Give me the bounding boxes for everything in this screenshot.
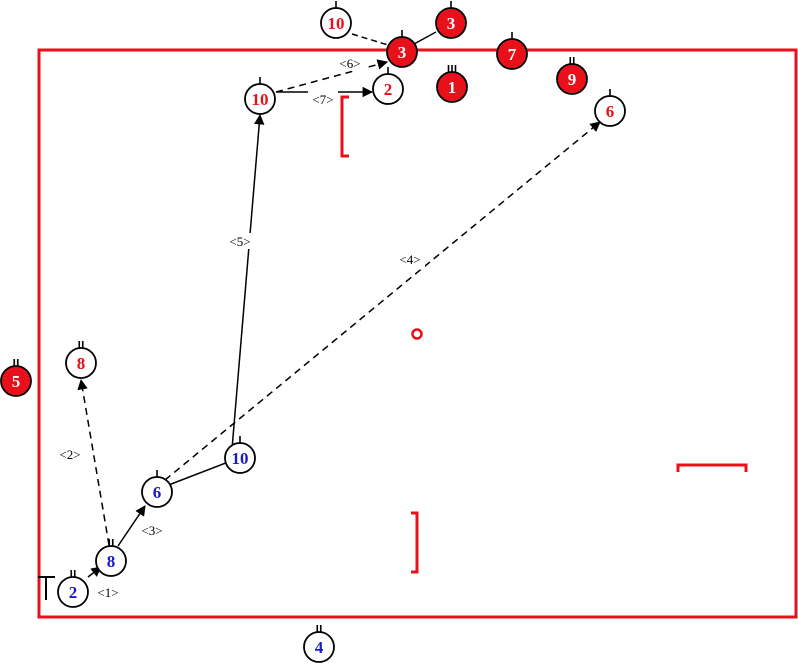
player-red-7[interactable]: 7 <box>496 32 528 70</box>
goal-left-top <box>340 95 349 158</box>
player-number: 10 <box>252 90 269 109</box>
move-label-6: <6> <box>339 56 360 71</box>
move-line-5 <box>165 113 265 487</box>
player-number: 10 <box>328 14 345 33</box>
player-marker <box>594 95 626 127</box>
player-marker <box>436 71 468 103</box>
player-blue-10[interactable]: 10 <box>224 436 256 474</box>
player-marker <box>556 63 588 95</box>
player-number: 1 <box>448 78 457 97</box>
player-number: 3 <box>447 14 456 33</box>
player-blue-4[interactable]: 4 <box>303 625 335 663</box>
player-marker <box>303 631 335 663</box>
link-3-3 <box>413 31 437 45</box>
player-number: 3 <box>398 43 407 62</box>
goal-right <box>676 463 748 472</box>
player-marker <box>372 73 404 105</box>
player-number: 7 <box>508 45 517 64</box>
player-number: 2 <box>69 583 78 602</box>
player-red-6[interactable]: 6 <box>594 89 626 127</box>
move-line-3 <box>117 505 146 547</box>
player-marker <box>496 38 528 70</box>
move-label-bg <box>93 584 123 600</box>
start-marker <box>38 576 55 600</box>
player-red-9[interactable]: 9 <box>556 57 588 95</box>
player-marker <box>57 576 89 608</box>
player-red-2[interactable]: 2 <box>372 67 404 105</box>
player-marker <box>320 7 352 39</box>
move-label-3: <3> <box>141 523 162 538</box>
player-red-10-top[interactable]: 10 <box>320 1 352 39</box>
move-label-bg <box>308 91 338 107</box>
player-marker <box>0 365 32 397</box>
player-red-10-mid[interactable]: 10 <box>244 77 276 115</box>
player-blue-8[interactable]: 8 <box>95 539 127 577</box>
player-red-1[interactable]: 1 <box>436 65 468 103</box>
player-marker <box>141 476 173 508</box>
move-label-bg <box>55 446 85 462</box>
move-label-2: <2> <box>59 447 80 462</box>
move-label-bg <box>335 55 365 71</box>
move-label-4: <4> <box>399 252 420 267</box>
move-line-4 <box>164 121 601 481</box>
move-label-bg <box>225 233 255 249</box>
ball-marker <box>411 328 423 340</box>
player-red-8[interactable]: 8 <box>65 341 97 379</box>
move-line-6 <box>275 59 389 93</box>
player-marker <box>65 347 97 379</box>
player-marker <box>95 545 127 577</box>
player-number: 6 <box>153 483 162 502</box>
player-red-5[interactable]: 5 <box>0 359 32 397</box>
player-marker <box>435 7 467 39</box>
player-number: 8 <box>77 354 86 373</box>
player-marker <box>386 36 418 68</box>
dash-link-10-3 <box>351 33 389 46</box>
player-marker <box>244 83 276 115</box>
player-red-3-on-line[interactable]: 3 <box>386 30 418 68</box>
player-number: 8 <box>107 552 116 571</box>
move-label-1: <1> <box>97 585 118 600</box>
player-number: 10 <box>232 449 249 468</box>
move-label-bg <box>395 251 425 267</box>
move-label-bg <box>137 522 167 538</box>
player-number: 9 <box>568 70 577 89</box>
player-blue-6[interactable]: 6 <box>141 470 173 508</box>
player-number: 2 <box>384 80 393 99</box>
move-line-2 <box>77 378 110 546</box>
player-number: 6 <box>606 102 615 121</box>
player-red-3-top[interactable]: 3 <box>435 1 467 39</box>
goal-bottom-center <box>411 511 419 574</box>
move-label-5: <5> <box>229 234 250 249</box>
move-label-7: <7> <box>312 92 333 107</box>
player-marker <box>224 442 256 474</box>
player-number: 4 <box>315 638 324 657</box>
player-blue-2[interactable]: 2 <box>57 570 89 608</box>
player-number: 5 <box>12 372 21 391</box>
